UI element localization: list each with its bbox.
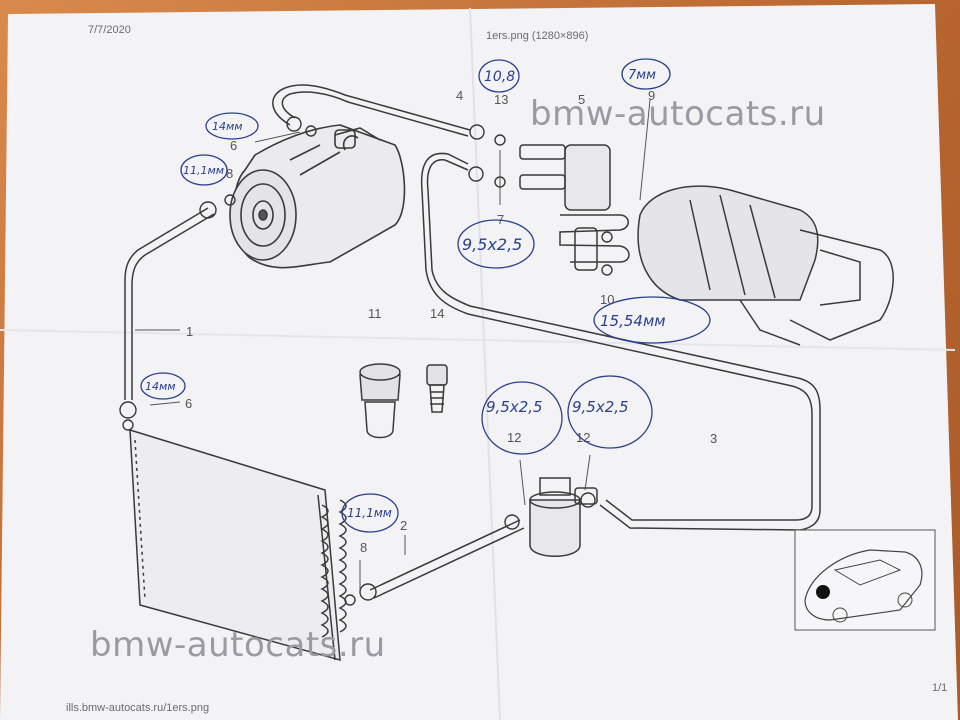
watermark-bottom: bmw-autocats.ru (90, 625, 386, 665)
annotation-12-left: 9,5x2,5 (486, 398, 543, 416)
expansion-valve (519, 144, 630, 271)
handwritten-annotations (140, 58, 711, 533)
annotation-10: 15,54мм (600, 312, 666, 330)
part-number-8-top: 8 (226, 166, 233, 181)
part-number-8-bottom: 8 (360, 540, 367, 555)
car-location-inset (794, 529, 936, 631)
part-number-11: 11 (368, 306, 382, 321)
part-number-4: 4 (456, 88, 463, 103)
print-file-title: 1ers.png (1280×896) (486, 30, 589, 42)
part-14-screw (426, 364, 448, 413)
watermark-top: bmw-autocats.ru (530, 94, 826, 134)
part-number-7: 7 (497, 212, 504, 227)
part-number-6-top: 6 (230, 138, 237, 153)
annotation-9: 7мм (628, 68, 656, 83)
annotation-8-top: 11,1мм (183, 164, 224, 177)
print-date: 7/7/2020 (88, 24, 131, 36)
part-number-13: 13 (494, 92, 508, 107)
annotation-13: 10,8 (484, 69, 515, 85)
part-11-valve (359, 363, 401, 439)
part-number-5: 5 (578, 92, 585, 107)
part-number-9: 9 (648, 88, 655, 103)
part-number-12-right: 12 (576, 430, 590, 445)
receiver-dryer (529, 477, 598, 557)
pipes (124, 84, 821, 599)
annotation-12-right: 9,5x2,5 (572, 398, 629, 416)
condenser (129, 428, 347, 662)
annotation-6-top: 14мм (212, 120, 243, 133)
part-number-1: 1 (186, 324, 193, 339)
annotation-7: 9,5x2,5 (462, 235, 522, 254)
annotation-6-bottom: 14мм (145, 380, 176, 393)
annotation-8-bottom: 11,1мм (347, 506, 392, 520)
paper-fold-h (0, 329, 956, 351)
part-number-14: 14 (430, 306, 444, 321)
print-page-number: 1/1 (932, 682, 948, 694)
part-number-12-left: 12 (507, 430, 521, 445)
part-number-3: 3 (710, 431, 717, 446)
part-number-2: 2 (400, 518, 407, 533)
leader-lines (135, 99, 651, 590)
part-number-6-bottom: 6 (185, 396, 192, 411)
compressor (229, 124, 406, 269)
print-footer-url: ills.bmw-autocats.ru/1ers.png (66, 702, 210, 714)
paper-fold (469, 7, 501, 720)
evaporator (637, 185, 894, 346)
